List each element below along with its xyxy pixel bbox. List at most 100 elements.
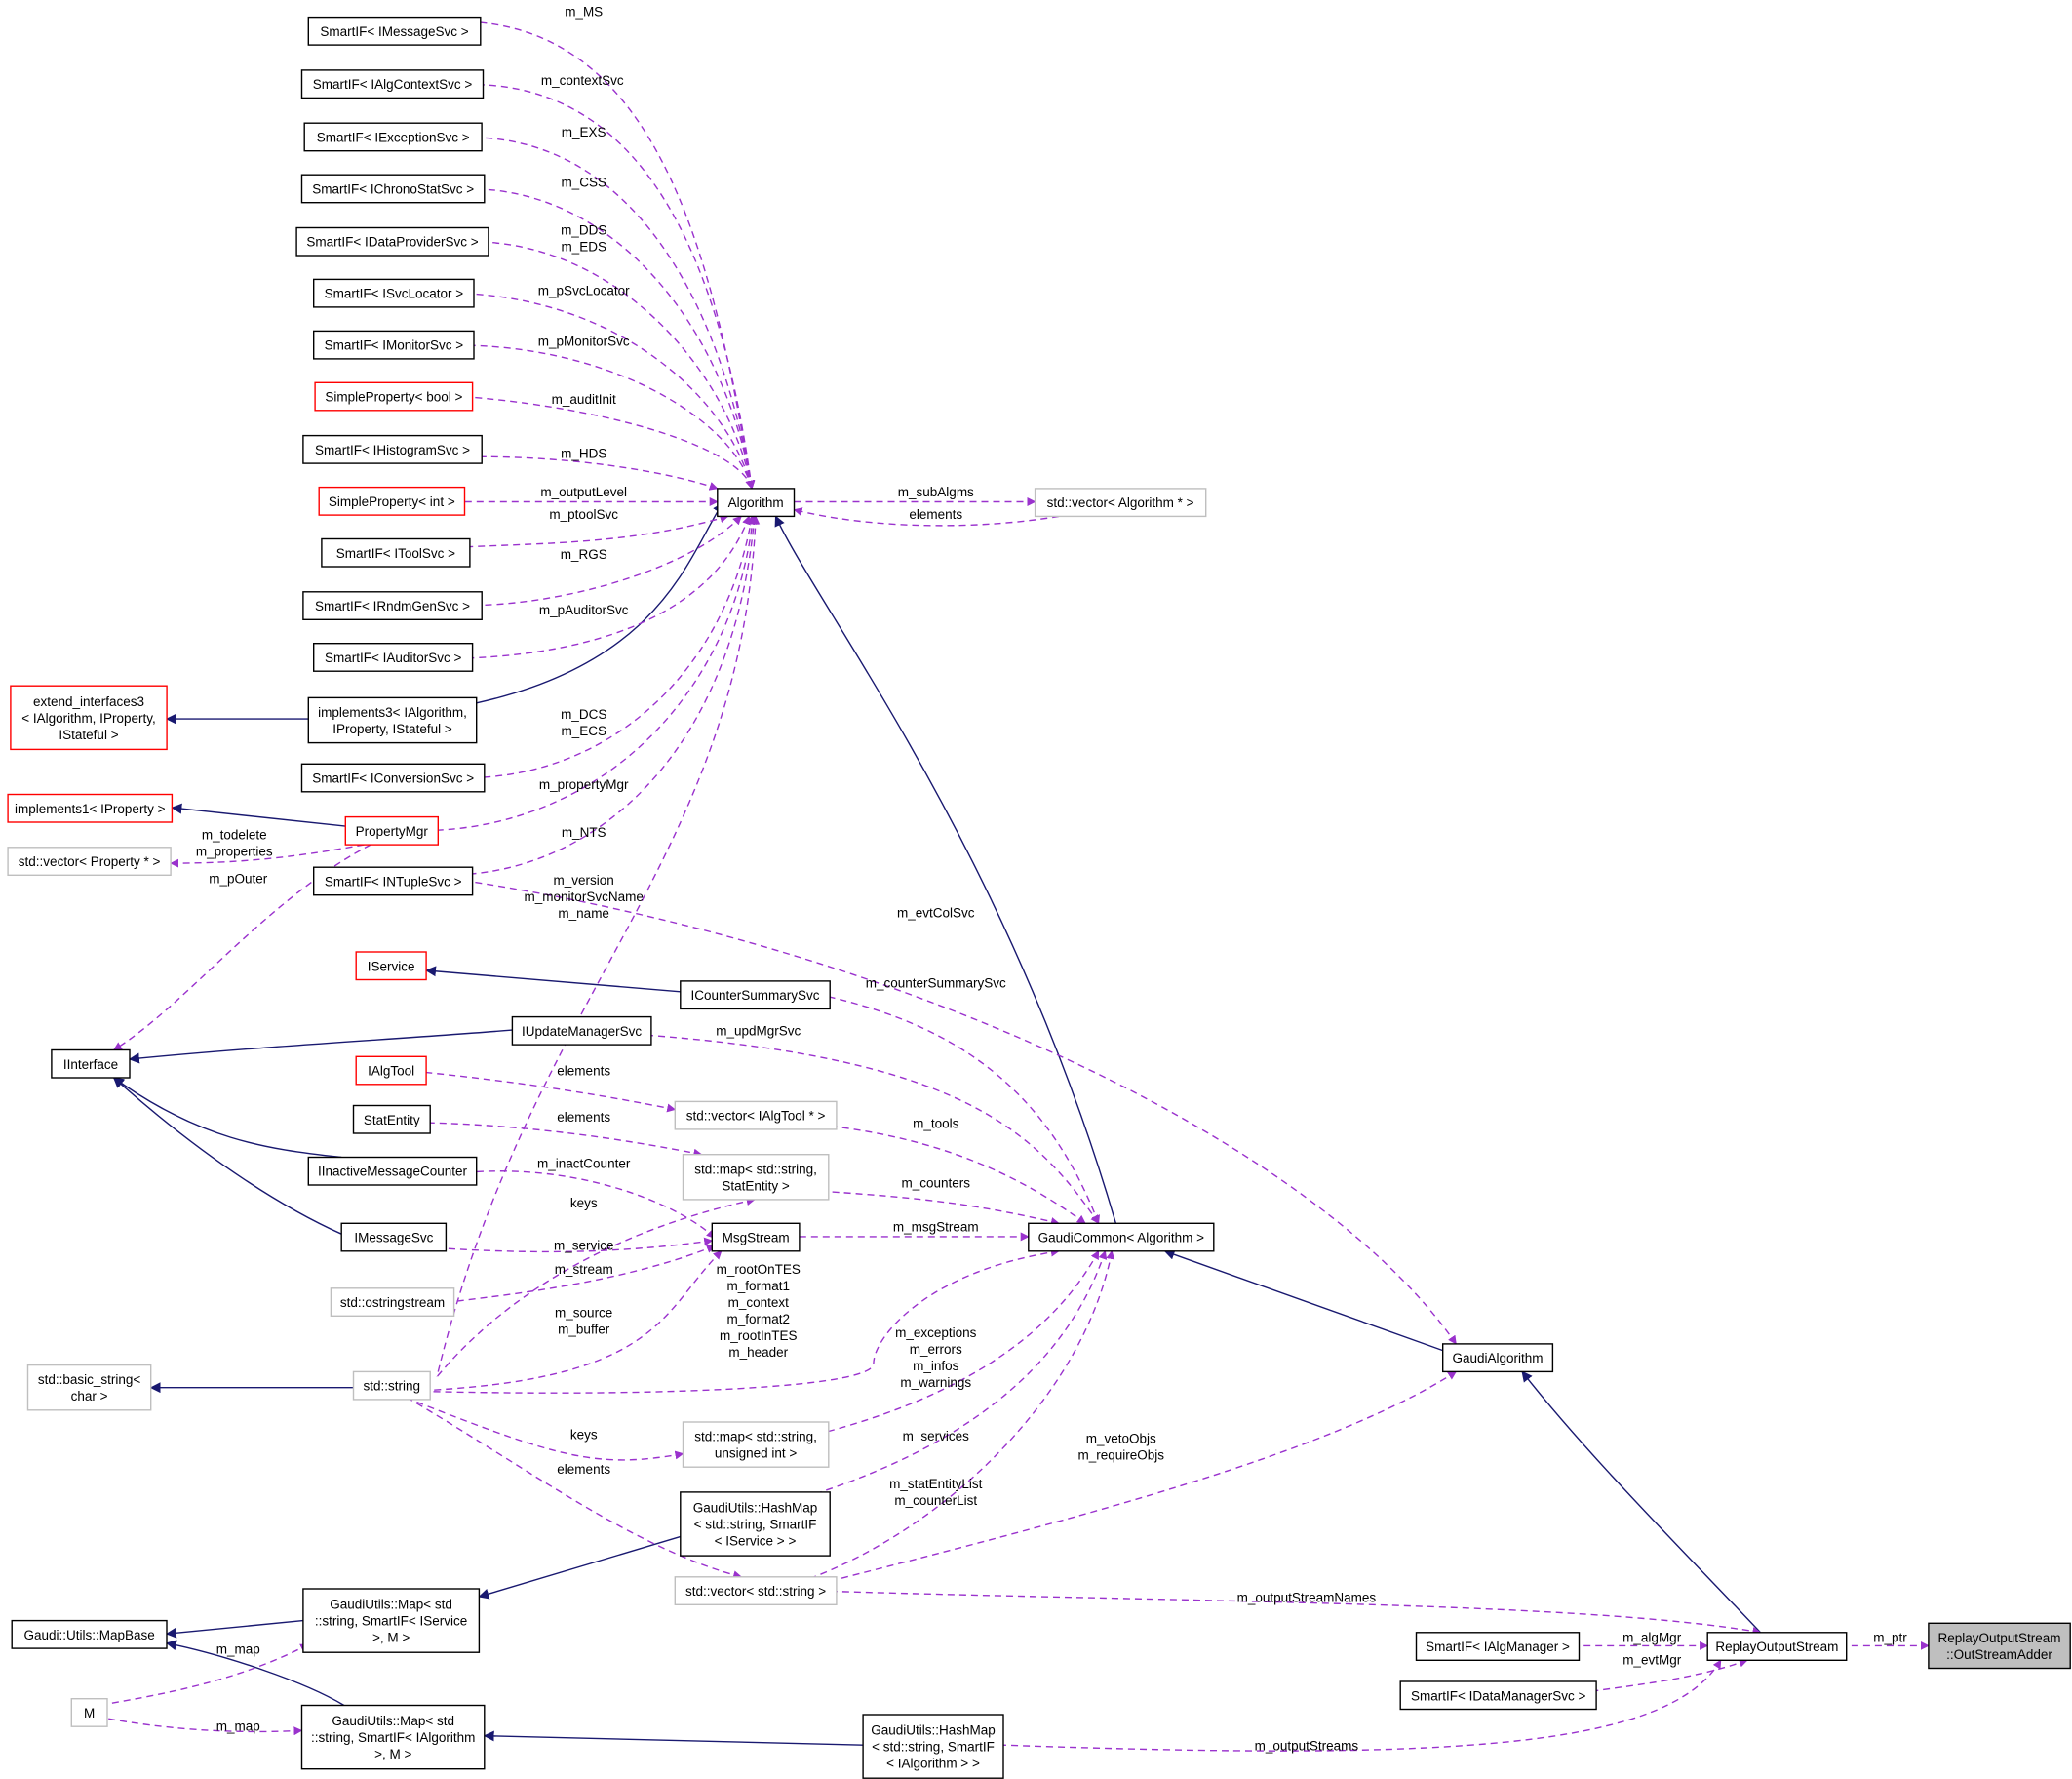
class-node-sp-bool[interactable]: SimpleProperty< bool > (314, 381, 474, 412)
class-node-label: IMessageSvc (354, 1230, 433, 1245)
class-node-box (711, 1222, 801, 1252)
class-node-box (313, 643, 474, 672)
class-node-hmalg[interactable]: GaudiUtils::HashMap< std::string, SmartI… (862, 1714, 1004, 1779)
class-node-ext3[interactable]: extend_interfaces3< IAlgorithm, IPropert… (10, 685, 168, 751)
inheritance-edge (1163, 1248, 1443, 1352)
class-node-sp-int[interactable]: SimpleProperty< int > (318, 486, 466, 516)
usage-edge (436, 515, 761, 1377)
class-node-label: SmartIF< IConversionSvc > (312, 771, 474, 785)
inheritance-edge (483, 1730, 864, 1746)
edge-label-ainit: m_auditInit (552, 392, 616, 407)
class-node-algctx-if[interactable]: SmartIF< IAlgContextSvc > (300, 69, 485, 99)
class-node-mapbase[interactable]: Gaudi::Utils::MapBase (11, 1619, 168, 1649)
edge-label-evtmgr: m_evtMgr (1622, 1652, 1682, 1667)
class-node-imsgsvc[interactable]: IMessageSvc (340, 1222, 448, 1252)
class-node-label: std::ostringstream (340, 1295, 445, 1310)
class-node-label: SmartIF< IToolSvc > (336, 545, 455, 560)
class-node-label: StatEntity (364, 1112, 420, 1127)
class-node-box (321, 537, 471, 568)
class-node-hmsvc[interactable]: GaudiUtils::HashMap< std::string, SmartI… (680, 1491, 831, 1557)
class-node-iupdate[interactable]: IUpdateManagerSvc (511, 1015, 652, 1046)
class-node-box (302, 434, 483, 464)
class-node-icounter[interactable]: ICounterSummarySvc (680, 980, 831, 1010)
class-node-datamgr-if[interactable]: SmartIF< IDataManagerSvc > (1399, 1680, 1597, 1711)
class-node-tool-if[interactable]: SmartIF< IToolSvc > (321, 537, 471, 568)
class-node-aud-if[interactable]: SmartIF< IAuditorSvc > (313, 643, 474, 672)
edge-label-exs: m_EXS (562, 125, 606, 139)
class-node-dataprov-if[interactable]: SmartIF< IDataProviderSvc > (295, 226, 489, 257)
class-node-mapalg[interactable]: GaudiUtils::Map< std::string, SmartIF< I… (300, 1704, 486, 1770)
usage-edge (488, 241, 755, 490)
class-node-chrono-if[interactable]: SmartIF< IChronoStatSvc > (300, 174, 486, 204)
class-node-algmgr-if[interactable]: SmartIF< IAlgManager > (1415, 1632, 1581, 1662)
class-node-mon-if[interactable]: SmartIF< IMonitorSvc > (313, 330, 475, 360)
edge-label-pmgr: m_propertyMgr (539, 777, 629, 792)
edge-label-services: m_services (903, 1429, 970, 1443)
class-node-box (70, 1697, 108, 1727)
class-node-exc-if[interactable]: SmartIF< IExceptionSvc > (303, 122, 483, 152)
class-node-statentity[interactable]: StatEntity (352, 1104, 431, 1134)
inheritance-edge (774, 515, 1117, 1224)
class-node-box (26, 1364, 152, 1411)
class-node-label: SmartIF< IExceptionSvc > (317, 130, 470, 144)
edge-label-elem-stat: elements (557, 1110, 610, 1125)
class-node-adder[interactable]: ReplayOutputStream::OutStreamAdder (1928, 1622, 2071, 1670)
class-node-ntuple-if[interactable]: SmartIF< INTupleSvc > (313, 866, 474, 896)
class-node-galg[interactable]: GaudiAlgorithm (1441, 1343, 1554, 1373)
class-node-mapsvc[interactable]: GaudiUtils::Map< std::string, SmartIF< I… (302, 1588, 481, 1653)
class-node-propmgr[interactable]: PropertyMgr (344, 815, 439, 846)
usage-edge (836, 1370, 1458, 1581)
class-node-label: GaudiUtils::HashMap< std::string, SmartI… (693, 1500, 818, 1548)
edge-label-csum: m_counterSummarySvc (866, 976, 1006, 991)
class-node-ialgtool[interactable]: IAlgTool (355, 1055, 427, 1086)
class-node-rndm-if[interactable]: SmartIF< IRndmGenSvc > (302, 591, 483, 620)
class-node-msgsvc-if[interactable]: SmartIF< IMessageSvc > (307, 16, 482, 46)
class-node-m[interactable]: M (70, 1697, 108, 1727)
class-node-label: SmartIF< IChronoStatSvc > (312, 181, 474, 196)
class-node-impl3[interactable]: implements3< IAlgorithm,IProperty, IStat… (307, 696, 478, 744)
class-node-iservice[interactable]: IService (355, 951, 427, 981)
class-node-string[interactable]: std::string (352, 1370, 431, 1401)
edge-label-olev: m_outputLevel (540, 485, 627, 499)
edge-label-osn: m_outputStreamNames (1237, 1591, 1377, 1605)
class-node-label: std::vector< IAlgTool * > (686, 1108, 826, 1123)
usage-edge (430, 1250, 723, 1392)
class-node-label: std::vector< Property * > (19, 854, 161, 869)
edge-label-keys2: keys (570, 1428, 598, 1443)
usage-edge (793, 507, 1060, 527)
class-node-mapuint[interactable]: std::map< std::string,unsigned int > (682, 1421, 830, 1468)
class-node-gcommon[interactable]: GaudiCommon< Algorithm > (1028, 1222, 1215, 1252)
edge-label-ms: m_MS (565, 4, 603, 19)
usage-edge (476, 1170, 716, 1239)
usage-edge (430, 1122, 703, 1158)
class-node-impl1[interactable]: implements1< IProperty > (7, 793, 174, 823)
usage-edge (483, 84, 756, 490)
class-node-vecprop[interactable]: std::vector< Property * > (7, 847, 172, 876)
class-node-conv-if[interactable]: SmartIF< IConversionSvc > (300, 763, 486, 793)
edge-label-hds: m_HDS (561, 447, 606, 461)
class-node-svcloc-if[interactable]: SmartIF< ISvcLocator > (313, 278, 475, 308)
class-node-vecstr[interactable]: std::vector< std::string > (674, 1576, 838, 1606)
class-node-mapstat[interactable]: std::map< std::string,StatEntity > (682, 1153, 830, 1201)
class-node-algorithm[interactable]: Algorithm (717, 488, 796, 518)
class-node-box (307, 1156, 478, 1186)
class-node-vecalg[interactable]: std::vector< Algorithm * > (1034, 488, 1207, 518)
class-node-replay[interactable]: ReplayOutputStream (1706, 1632, 1848, 1662)
class-node-hist-if[interactable]: SmartIF< IHistogramSvc > (302, 434, 483, 464)
edge-label-counters: m_counters (902, 1176, 971, 1191)
class-node-basicstr[interactable]: std::basic_string<char > (26, 1364, 152, 1411)
class-node-msgstream[interactable]: MsgStream (711, 1222, 801, 1252)
class-node-box (352, 1370, 431, 1401)
class-node-vectool[interactable]: std::vector< IAlgTool * > (674, 1100, 838, 1130)
class-node-ostr[interactable]: std::ostringstream (330, 1287, 455, 1318)
class-node-label: SmartIF< IDataManagerSvc > (1411, 1688, 1585, 1703)
usage-edge (482, 455, 719, 491)
usage-edge (484, 515, 756, 778)
class-node-box (862, 1714, 1004, 1779)
class-node-iinactive[interactable]: IInactiveMessageCounter (307, 1156, 478, 1186)
class-node-box (7, 793, 174, 823)
class-node-iinterface[interactable]: IInterface (51, 1048, 131, 1079)
class-node-label: IUpdateManagerSvc (522, 1023, 642, 1038)
